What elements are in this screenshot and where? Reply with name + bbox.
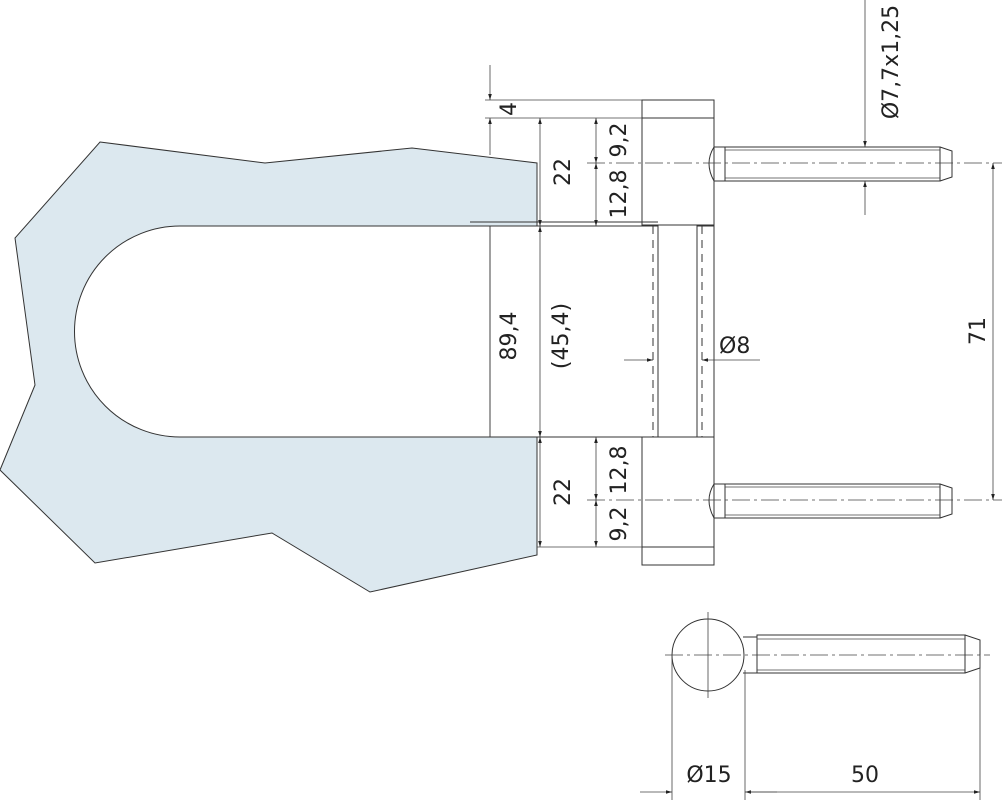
dim-pin-spacing: 71: [966, 317, 991, 345]
dim-bottom-leaf: 22: [551, 478, 576, 506]
door-section: [0, 141, 538, 593]
dim-bottom-upper: 12,8: [607, 446, 632, 495]
dim-top-cap: 4: [497, 102, 522, 116]
dim-top-leaf: 22: [551, 158, 576, 186]
dim-pin-diameter: Ø8: [719, 334, 750, 359]
dim-overall-height: 89,4: [497, 312, 522, 361]
pin-detail-view: [640, 612, 990, 800]
dim-top-upper: 9,2: [607, 123, 632, 158]
top-hinge-part: [641, 99, 953, 226]
dim-thread-spec: Ø7,7x1,25: [879, 5, 904, 119]
dim-pin-length: 50: [851, 763, 879, 788]
dim-top-lower: 12,8: [607, 170, 632, 219]
dim-center-gap: (45,4): [549, 303, 574, 369]
bottom-hinge-part: [641, 436, 953, 566]
dim-bottom-lower: 9,2: [607, 507, 632, 542]
dim-knob-diameter: Ø15: [686, 763, 731, 788]
